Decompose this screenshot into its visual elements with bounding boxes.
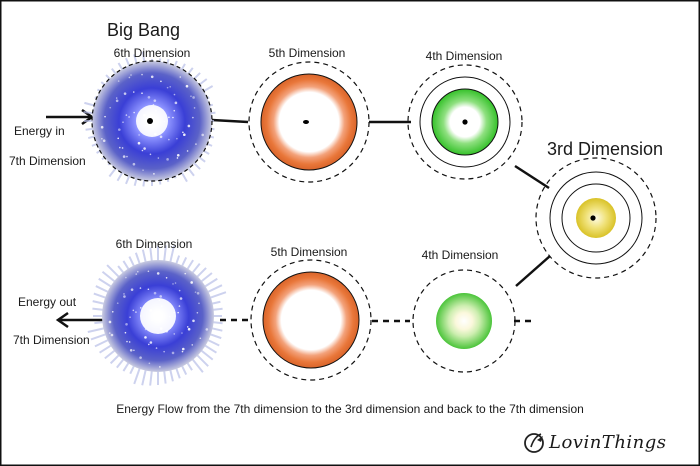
big-bang-title: Big Bang — [107, 20, 181, 40]
connector-top-6-5 — [211, 118, 249, 124]
top-5th-dimension-label: 5th Dimension — [268, 46, 346, 60]
connector-top-4-3 — [514, 164, 550, 190]
galaxy-top-icon — [83, 51, 216, 187]
energy-in-dimension-label: 7th Dimension — [9, 154, 86, 168]
galaxy-bottom-icon — [87, 245, 227, 386]
connectors — [211, 118, 551, 323]
top-5th-dimension-orb — [248, 61, 370, 183]
third-dimension-label: 3rd Dimension — [547, 139, 664, 159]
bottom-5th-dimension-label: 5th Dimension — [270, 245, 348, 259]
energy-out-label: Energy out — [18, 295, 77, 309]
diagram-caption: Energy Flow from the 7th dimension to th… — [116, 402, 584, 416]
energy-out-dimension-label: 7th Dimension — [13, 333, 90, 347]
arrow-out-icon — [55, 311, 110, 329]
brand-name: LovinThings — [549, 432, 667, 453]
top-4th-dimension-label: 4th Dimension — [425, 49, 503, 63]
brand-logo-icon — [524, 433, 544, 453]
bottom-4th-dimension-label: 4th Dimension — [421, 248, 499, 262]
bottom-4th-dimension-orb — [412, 269, 516, 373]
connector-3-bottom-4 — [515, 255, 551, 287]
energy-in-label: Energy in — [14, 124, 65, 138]
top-4th-dimension-orb — [407, 64, 523, 180]
bottom-6th-dimension-label: 6th Dimension — [115, 237, 193, 251]
third-dimension-orb — [535, 157, 657, 279]
bottom-5th-dimension-orb — [250, 259, 372, 381]
top-6th-dimension-label: 6th Dimension — [113, 46, 191, 60]
